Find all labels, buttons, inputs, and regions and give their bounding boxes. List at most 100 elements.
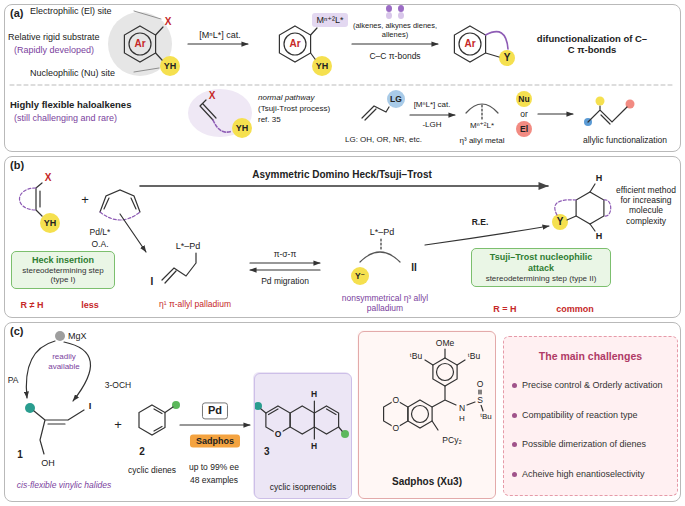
scheme-label: C–C π-bonds xyxy=(369,51,420,61)
group-marker-dot xyxy=(552,214,568,230)
panel-frame: (c)PdSadphos3cyclic isoprenoidsSadphos (… xyxy=(4,322,681,502)
scheme-label: η¹ π-allyl palladium xyxy=(159,299,231,309)
scheme-label: nonsymmetrical η³ allyl palladium xyxy=(328,293,443,313)
scheme-label: N xyxy=(458,403,466,413)
scheme-label: cis-flexible vinylic halides xyxy=(8,480,120,490)
bond-line xyxy=(380,239,381,250)
scheme-label: I xyxy=(151,276,154,288)
box-text: cyclic isoprenoids xyxy=(255,482,351,492)
scheme-label: (Tsuji-Trost process) xyxy=(258,104,330,114)
challenges-box: The main challengesPrecise control & Ord… xyxy=(503,336,678,496)
scheme-label: YH xyxy=(316,61,329,72)
group-marker-dot xyxy=(387,90,405,108)
background-fill xyxy=(357,330,495,498)
background-fill xyxy=(312,13,348,27)
bond-line xyxy=(100,190,140,212)
scheme-label: Asymmetric Domino Heck/Tsuji−Trost xyxy=(252,169,432,181)
bond-line xyxy=(290,406,314,434)
scheme-label: ref. 35 xyxy=(258,115,281,125)
bond-line xyxy=(154,407,173,431)
bond-line xyxy=(10,85,675,86)
scheme-label: X xyxy=(45,172,52,184)
scheme-label: O.A. xyxy=(91,239,108,249)
scheme-label: 3-OCH xyxy=(105,380,131,390)
scheme-label: YH xyxy=(44,218,57,229)
group-marker-dot xyxy=(596,97,605,106)
bond-line xyxy=(124,26,155,62)
bond-line xyxy=(362,106,389,120)
scheme-label: OH xyxy=(41,458,55,469)
group-marker-dot xyxy=(232,118,252,138)
bond-line xyxy=(213,120,232,132)
box-heading: Heck insertion xyxy=(16,255,110,266)
scheme-label: Ar xyxy=(134,38,145,50)
bond-line xyxy=(410,114,455,115)
bullet-dot xyxy=(512,383,517,388)
scheme-label: 1 xyxy=(17,449,23,461)
bond-line xyxy=(139,405,165,435)
bullet-item: Acheive high enantioselectivity xyxy=(512,469,669,480)
orbital-symbol xyxy=(386,5,404,19)
bond-line xyxy=(200,100,216,120)
bullet-dot xyxy=(512,472,517,477)
box-heading: The main challenges xyxy=(512,350,669,363)
scheme-label: normal pathway xyxy=(258,93,314,103)
box-heading: Sadphos (Xu3) xyxy=(359,476,495,488)
scheme-label: (alkenes, alkynes dienes, allenes) xyxy=(351,21,439,39)
group-marker-dot xyxy=(160,56,180,76)
bond-line xyxy=(188,43,248,44)
bond-line xyxy=(36,183,42,216)
challenge-text: Compatibility of reaction type xyxy=(522,410,638,420)
bond-line xyxy=(433,358,457,386)
bond-line xyxy=(34,410,84,454)
scheme-label: + xyxy=(81,192,89,208)
box-heading: (b) xyxy=(10,159,24,172)
orbital-symbol xyxy=(398,12,404,19)
scheme-label: Mⁿ⁺²L* xyxy=(470,121,494,131)
scheme-label: π-σ-π xyxy=(274,249,297,259)
bond-line xyxy=(486,32,508,49)
scheme-label: LG xyxy=(390,94,402,104)
scheme-label: Mⁿ⁺²L* xyxy=(316,15,343,26)
bond-line xyxy=(576,192,604,224)
scheme-label: O xyxy=(274,429,283,439)
bond-line xyxy=(604,200,611,216)
bond-line xyxy=(538,113,573,114)
box-heading: Sadphos xyxy=(196,436,234,447)
scheme-label: OMe xyxy=(436,338,454,348)
bond-line xyxy=(311,28,317,59)
group-marker-dot xyxy=(40,213,60,233)
scheme-label: L*–Pd xyxy=(370,227,395,238)
box-heading: 3 xyxy=(264,446,270,458)
scheme-label: (Rapidly developed) xyxy=(14,45,94,56)
scheme-label: MgX xyxy=(68,331,87,342)
background-fill xyxy=(253,372,351,498)
bond-line xyxy=(129,33,151,55)
scheme-label: H xyxy=(311,441,317,451)
scheme-label: LG: OH, OR, NR, etc. xyxy=(345,135,422,145)
orbital-symbol xyxy=(386,12,392,19)
scheme-label: readily available xyxy=(44,352,84,371)
bond-line xyxy=(352,43,438,44)
bond-line xyxy=(588,106,627,124)
bond-line xyxy=(314,406,338,434)
box-heading: (a) xyxy=(10,7,23,20)
bond-line xyxy=(180,424,250,425)
group-marker-dot xyxy=(516,121,532,137)
scheme-label: 48 examples xyxy=(190,475,238,485)
bond-line xyxy=(408,400,432,428)
scheme-label: R.E. xyxy=(472,217,489,227)
scheme-label: El xyxy=(520,124,528,134)
scheme-label: II xyxy=(411,262,417,274)
scheme-label: allylic functionalization xyxy=(583,135,667,145)
step-box: Heck insertionstereodetermining step (ty… xyxy=(11,251,115,289)
scheme-label: Nucleophilic (Nu) site xyxy=(30,68,115,79)
bullet-item: Precise control & Orderly activation xyxy=(512,380,669,391)
scheme-label: cyclic dienes xyxy=(128,465,176,475)
box-heading: Tsuji–Trost nucleophilic attack xyxy=(476,252,606,274)
bond-line xyxy=(162,253,196,283)
bond-line xyxy=(279,26,310,62)
scheme-label: Ar xyxy=(464,38,475,50)
scheme-label: Y xyxy=(504,52,511,64)
orbital-symbol xyxy=(386,5,392,12)
